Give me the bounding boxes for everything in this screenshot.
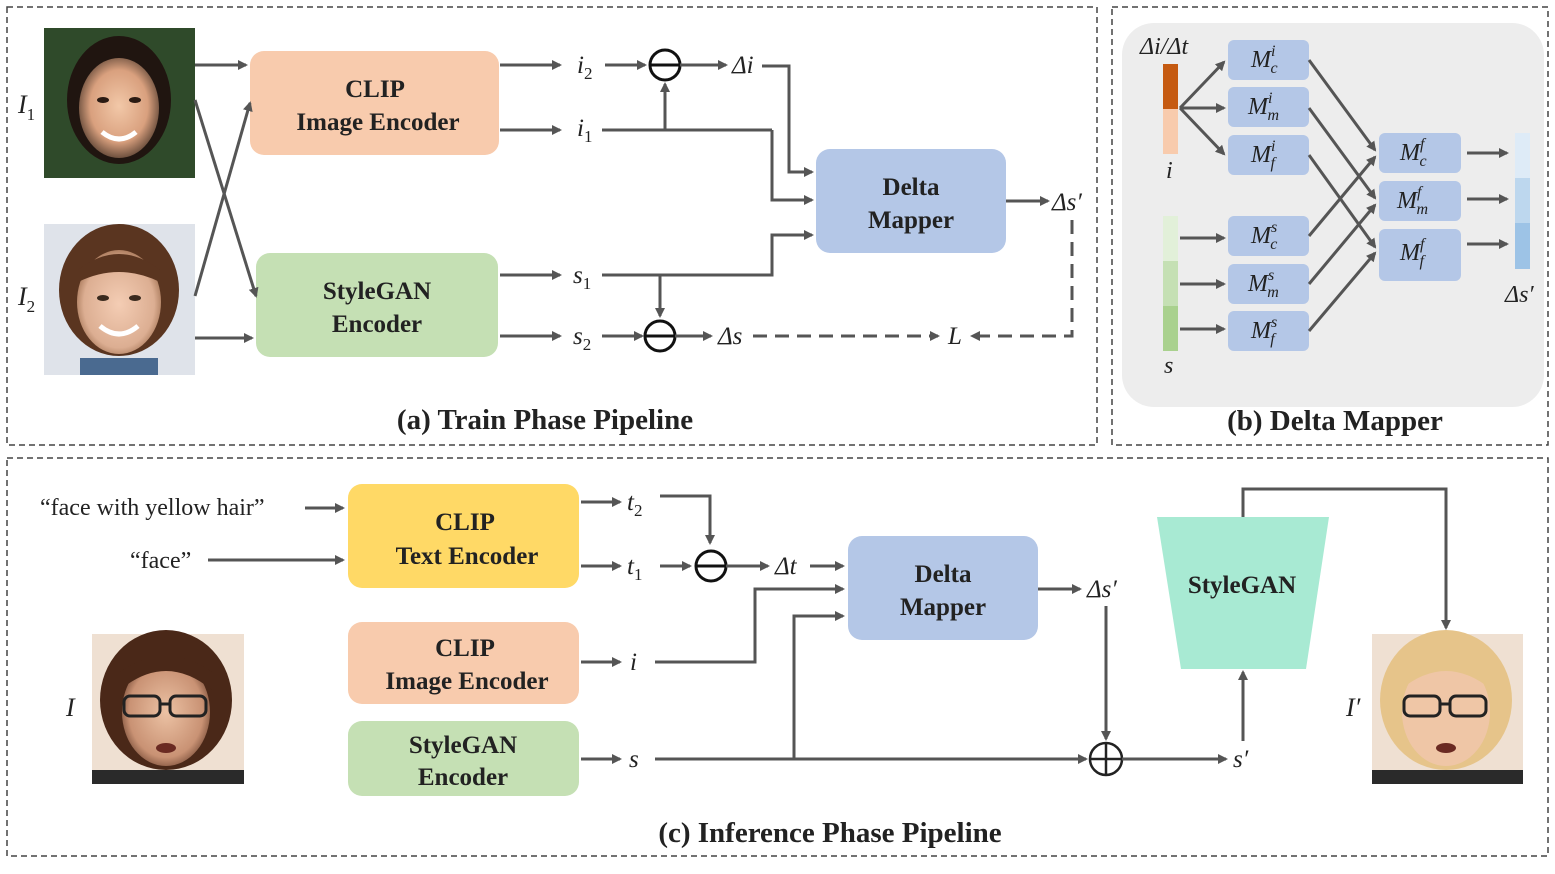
svg-text:Mim: Mim	[1247, 90, 1279, 124]
svg-text:Mff: Mff	[1399, 236, 1427, 270]
s-feature-bar-1	[1163, 216, 1178, 261]
inference-panel-frame	[6, 457, 1549, 857]
face-image-2	[44, 224, 195, 375]
svg-text:Image Encoder: Image Encoder	[296, 109, 459, 136]
svg-text:Encoder: Encoder	[332, 311, 422, 338]
text-prompt-yellow-hair: “face with yellow hair”	[40, 495, 265, 521]
i-feature-bar-light	[1163, 109, 1178, 154]
svg-text:Msc: Msc	[1250, 219, 1277, 253]
label-s-inference: s	[629, 746, 639, 773]
caption-delta-mapper: (b) Delta Mapper	[1227, 405, 1443, 437]
s-feature-bar-2	[1163, 261, 1178, 306]
train-delta-mapper: Delta Mapper	[816, 149, 1006, 253]
label-i1: i1	[577, 115, 592, 146]
caption-train: (a) Train Phase Pipeline	[397, 404, 693, 436]
label-I2: I2	[17, 282, 35, 316]
svg-text:Mfc: Mfc	[1399, 136, 1427, 170]
inference-clip-text-encoder: CLIP Text Encoder	[348, 484, 579, 588]
svg-text:Msf: Msf	[1250, 314, 1277, 348]
svg-text:Delta: Delta	[915, 561, 972, 588]
inference-delta-mapper: Delta Mapper	[848, 536, 1038, 640]
svg-text:Mfm: Mfm	[1396, 184, 1428, 218]
text-prompt-face: “face”	[130, 548, 191, 574]
face-image-1	[44, 28, 195, 178]
plus-circle	[1088, 741, 1124, 777]
label-I-input: I	[65, 693, 76, 722]
svg-text:Msm: Msm	[1247, 267, 1279, 301]
svg-text:Text Encoder: Text Encoder	[396, 543, 539, 570]
delta-panel-frame	[1111, 6, 1549, 446]
input-face-image	[92, 630, 244, 784]
s-feature-bar-3	[1163, 306, 1178, 351]
svg-text:CLIP: CLIP	[345, 76, 405, 103]
train-clip-image-encoder: CLIP Image Encoder	[250, 51, 499, 155]
label-delta-i: Δi	[731, 52, 754, 79]
train-panel-frame	[6, 6, 1098, 446]
label-delta-t: Δt	[774, 553, 798, 580]
output-face-image	[1372, 630, 1523, 784]
svg-text:Image Encoder: Image Encoder	[385, 668, 548, 695]
svg-text:CLIP: CLIP	[435, 509, 495, 536]
label-L: L	[947, 323, 962, 350]
label-delta-i-over-t: Δi/Δt	[1139, 34, 1190, 60]
svg-text:Mapper: Mapper	[900, 594, 986, 621]
label-delta-s: Δs	[717, 323, 742, 350]
label-t1: t1	[627, 553, 642, 584]
ds-output-bar-2	[1515, 178, 1530, 223]
svg-text:StyleGAN: StyleGAN	[1188, 572, 1296, 599]
inference-stylegan-encoder: StyleGAN Encoder	[348, 721, 579, 796]
svg-text:StyleGAN: StyleGAN	[409, 732, 517, 759]
minus-circle-bottom	[643, 319, 677, 353]
label-delta-s-prime-train: Δs′	[1051, 189, 1082, 216]
ds-output-bar-3	[1515, 223, 1530, 269]
label-i2: i2	[577, 52, 592, 83]
label-s-prime: s′	[1233, 746, 1249, 773]
label-I1: I1	[17, 90, 35, 124]
label-i-vector: i	[1166, 158, 1173, 184]
minus-circle-inference	[694, 549, 728, 583]
svg-text:Delta: Delta	[883, 174, 940, 201]
svg-text:StyleGAN: StyleGAN	[323, 278, 431, 305]
stylegan-generator: StyleGAN	[1157, 517, 1329, 669]
label-delta-s-prime-inference: Δs′	[1086, 576, 1117, 603]
label-t2: t2	[627, 489, 642, 520]
label-s1: s1	[573, 262, 591, 293]
ds-output-bar-1	[1515, 133, 1530, 178]
caption-inference: (c) Inference Phase Pipeline	[658, 817, 1001, 849]
svg-text:CLIP: CLIP	[435, 635, 495, 662]
svg-text:Encoder: Encoder	[418, 764, 508, 791]
minus-circle-top	[648, 48, 682, 82]
label-i-inference: i	[630, 649, 637, 676]
label-I-prime-output: I′	[1345, 693, 1361, 722]
svg-text:Mic: Mic	[1250, 43, 1278, 77]
train-stylegan-encoder: StyleGAN Encoder	[256, 253, 498, 357]
label-delta-s-prime-mapper: Δs′	[1504, 282, 1534, 308]
delta-mapper-panel-bg	[1122, 23, 1544, 407]
label-s-vector: s	[1164, 353, 1173, 379]
inference-clip-image-encoder: CLIP Image Encoder	[348, 622, 579, 704]
label-s2: s2	[573, 323, 591, 354]
svg-text:Mif: Mif	[1250, 138, 1277, 172]
i-feature-bar-dark	[1163, 64, 1178, 109]
svg-text:Mapper: Mapper	[868, 207, 954, 234]
